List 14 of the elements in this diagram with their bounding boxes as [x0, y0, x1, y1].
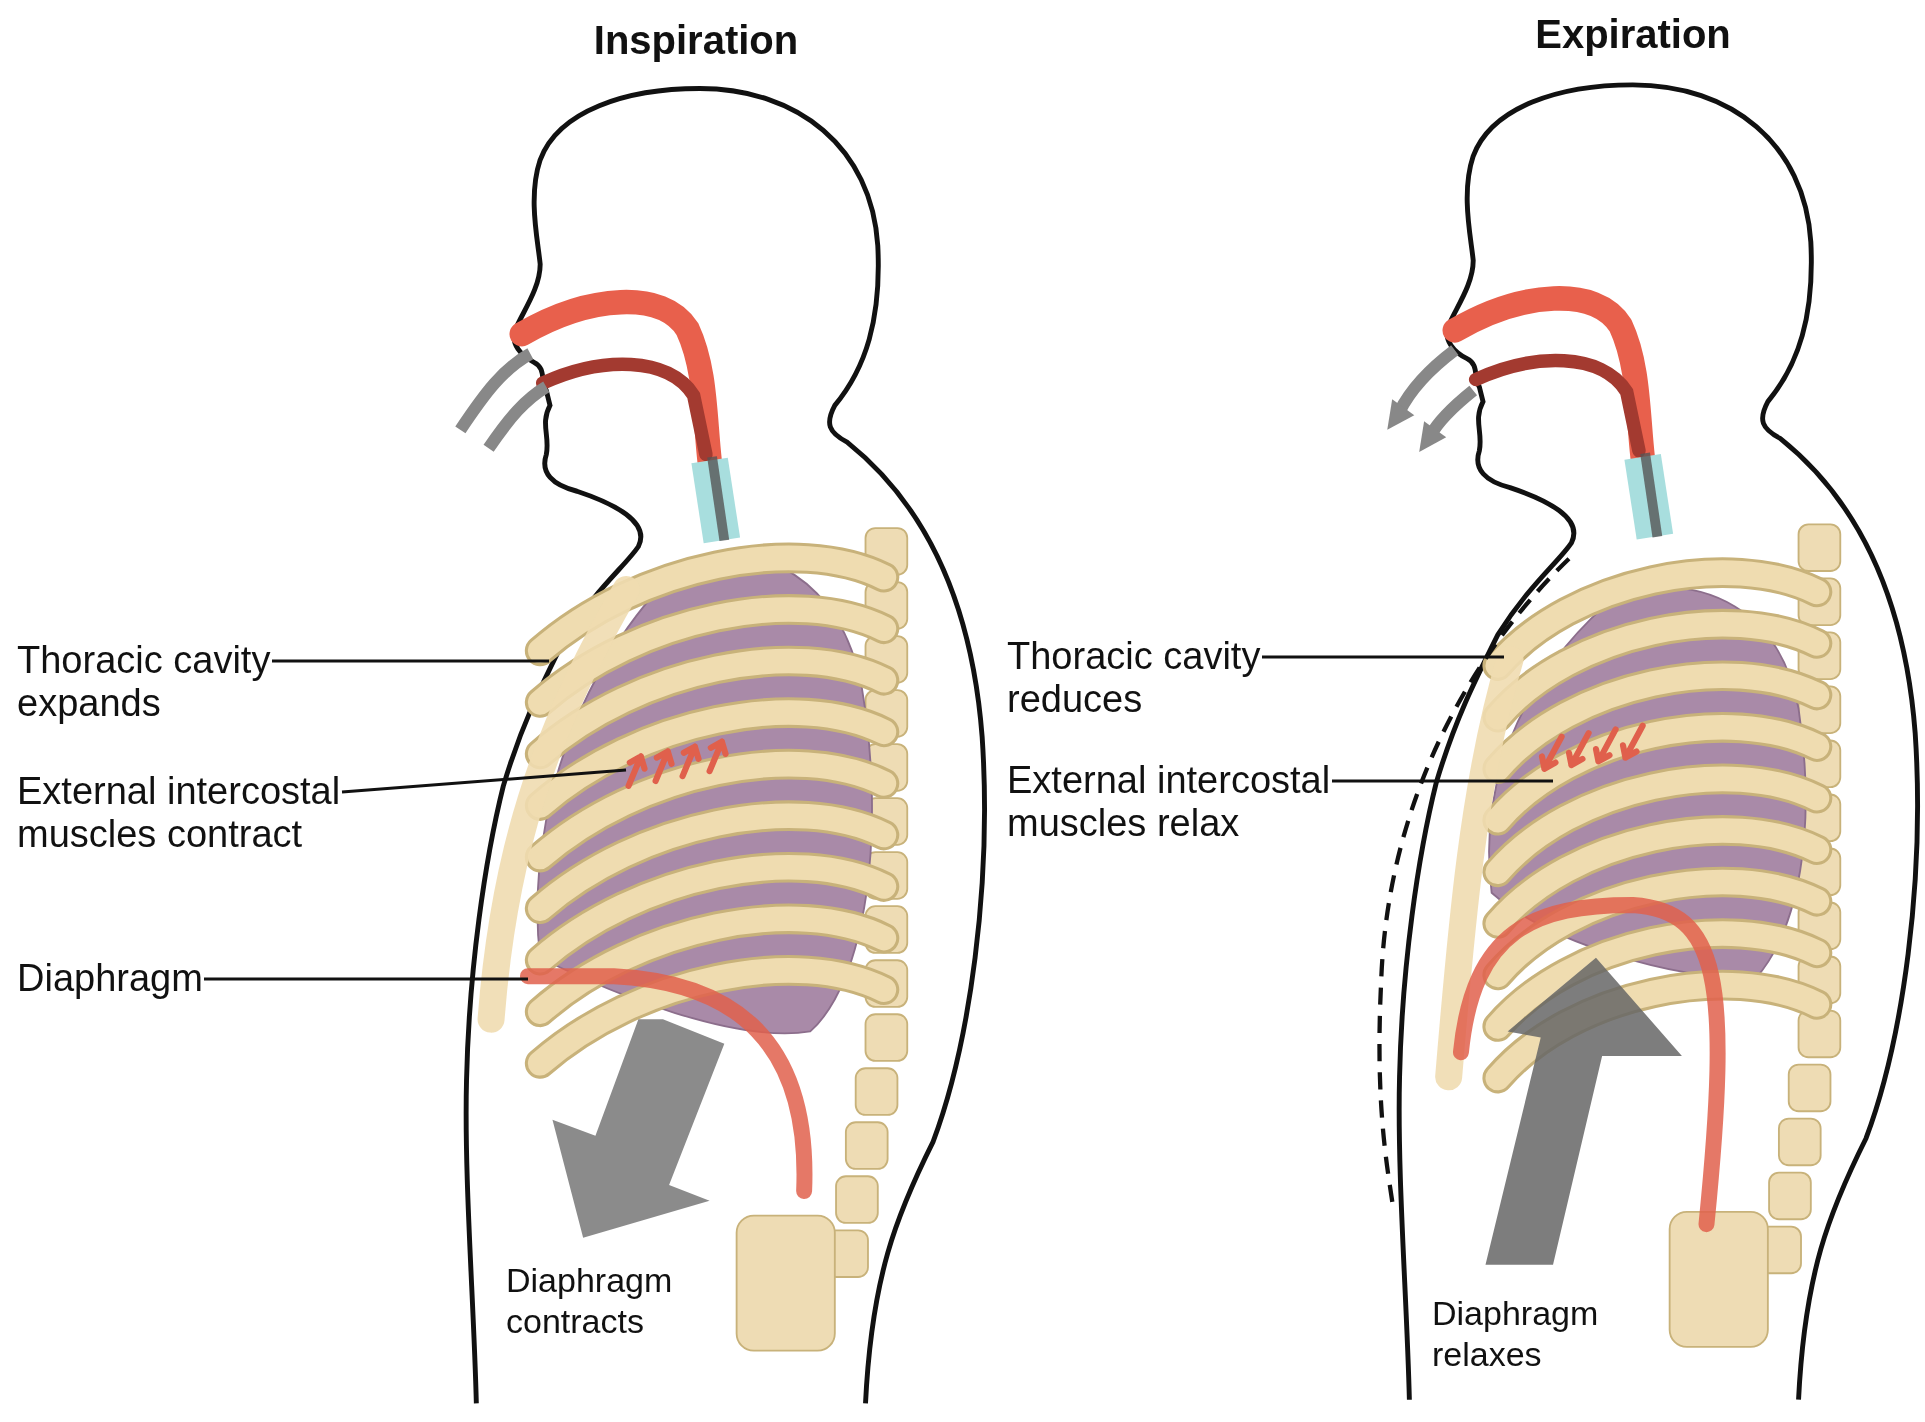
leader-line: [272, 659, 549, 663]
leader-line: [204, 977, 528, 981]
panel-title: Inspiration: [592, 17, 800, 64]
leader-line: [1262, 655, 1504, 659]
callout-label: External intercostal muscles relax: [1007, 759, 1332, 845]
caption-label: Diaphragm contracts: [506, 1260, 674, 1342]
callout-label: Thoracic cavity reduces: [1007, 635, 1262, 721]
callout-label: Diaphragm: [17, 957, 203, 1000]
callout-label: Thoracic cavity expands: [17, 639, 272, 725]
callout-label: External intercostal muscles contract: [17, 770, 342, 856]
leader-line: [1332, 779, 1553, 783]
caption-label: Diaphragm relaxes: [1432, 1293, 1600, 1375]
panel-title: Expiration: [1534, 11, 1732, 58]
leader-line: [341, 768, 627, 794]
